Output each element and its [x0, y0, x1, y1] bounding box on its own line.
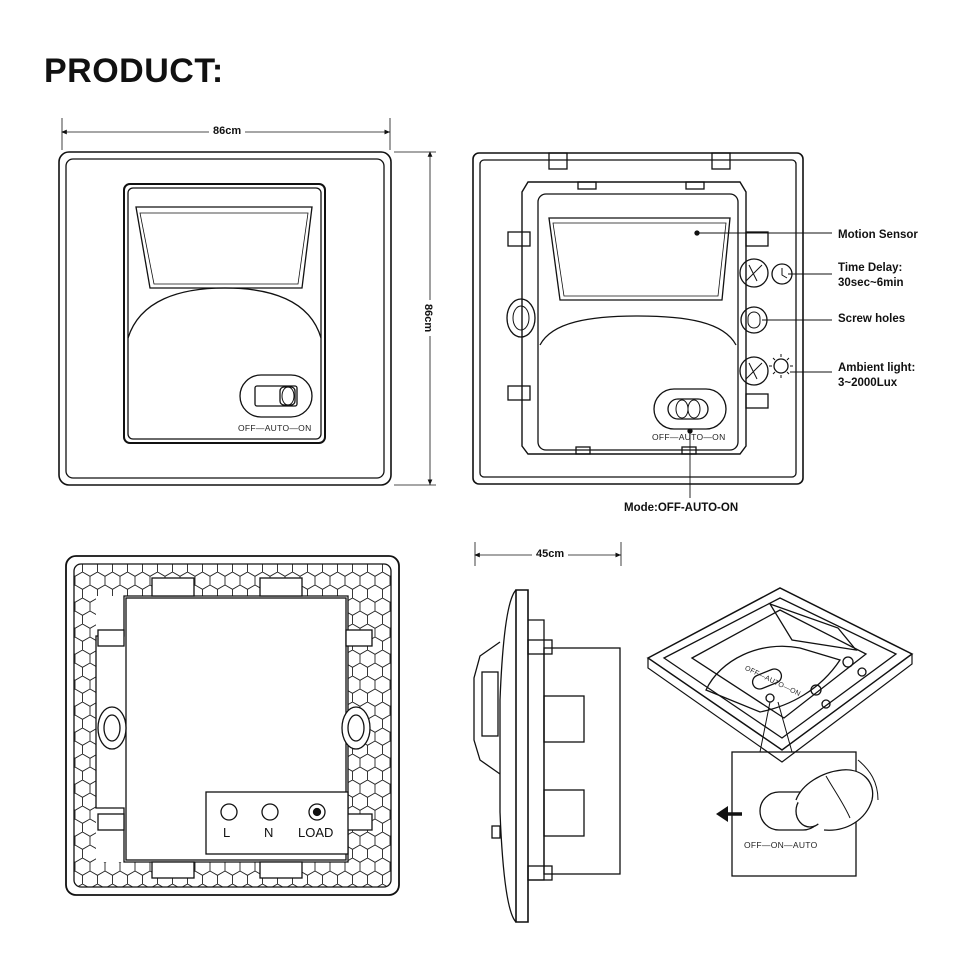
screw-holes-callout: Screw holes	[838, 313, 906, 325]
page-title: PRODUCT:	[44, 52, 224, 90]
terminal-label-n: N	[264, 825, 274, 840]
mode-callout: Mode:OFF-AUTO-ON	[624, 502, 739, 514]
ambient-light-title: Ambient light:	[838, 362, 916, 374]
ambient-light-range: 3~2000Lux	[838, 377, 898, 389]
internal-view	[472, 152, 832, 498]
internal-switch-label: OFF—AUTO—ON	[652, 432, 726, 442]
side-depth-label: 45cm	[532, 548, 569, 560]
front-view	[58, 118, 436, 486]
back-view	[65, 555, 400, 896]
motion-sensor-callout: Motion Sensor	[838, 229, 918, 241]
side-view	[473, 542, 622, 923]
front-height-label: 86cm	[422, 300, 434, 337]
usage-view	[646, 587, 914, 877]
front-switch-label: OFF—AUTO—ON	[238, 423, 312, 433]
time-delay-title: Time Delay:	[838, 262, 903, 274]
usage-zoom-switch-label: OFF—ON—AUTO	[744, 840, 818, 850]
terminal-label-l: L	[223, 825, 231, 840]
terminal-label-load: LOAD	[298, 825, 334, 840]
front-width-label: 86cm	[209, 125, 246, 137]
time-delay-range: 30sec~6min	[838, 277, 904, 289]
